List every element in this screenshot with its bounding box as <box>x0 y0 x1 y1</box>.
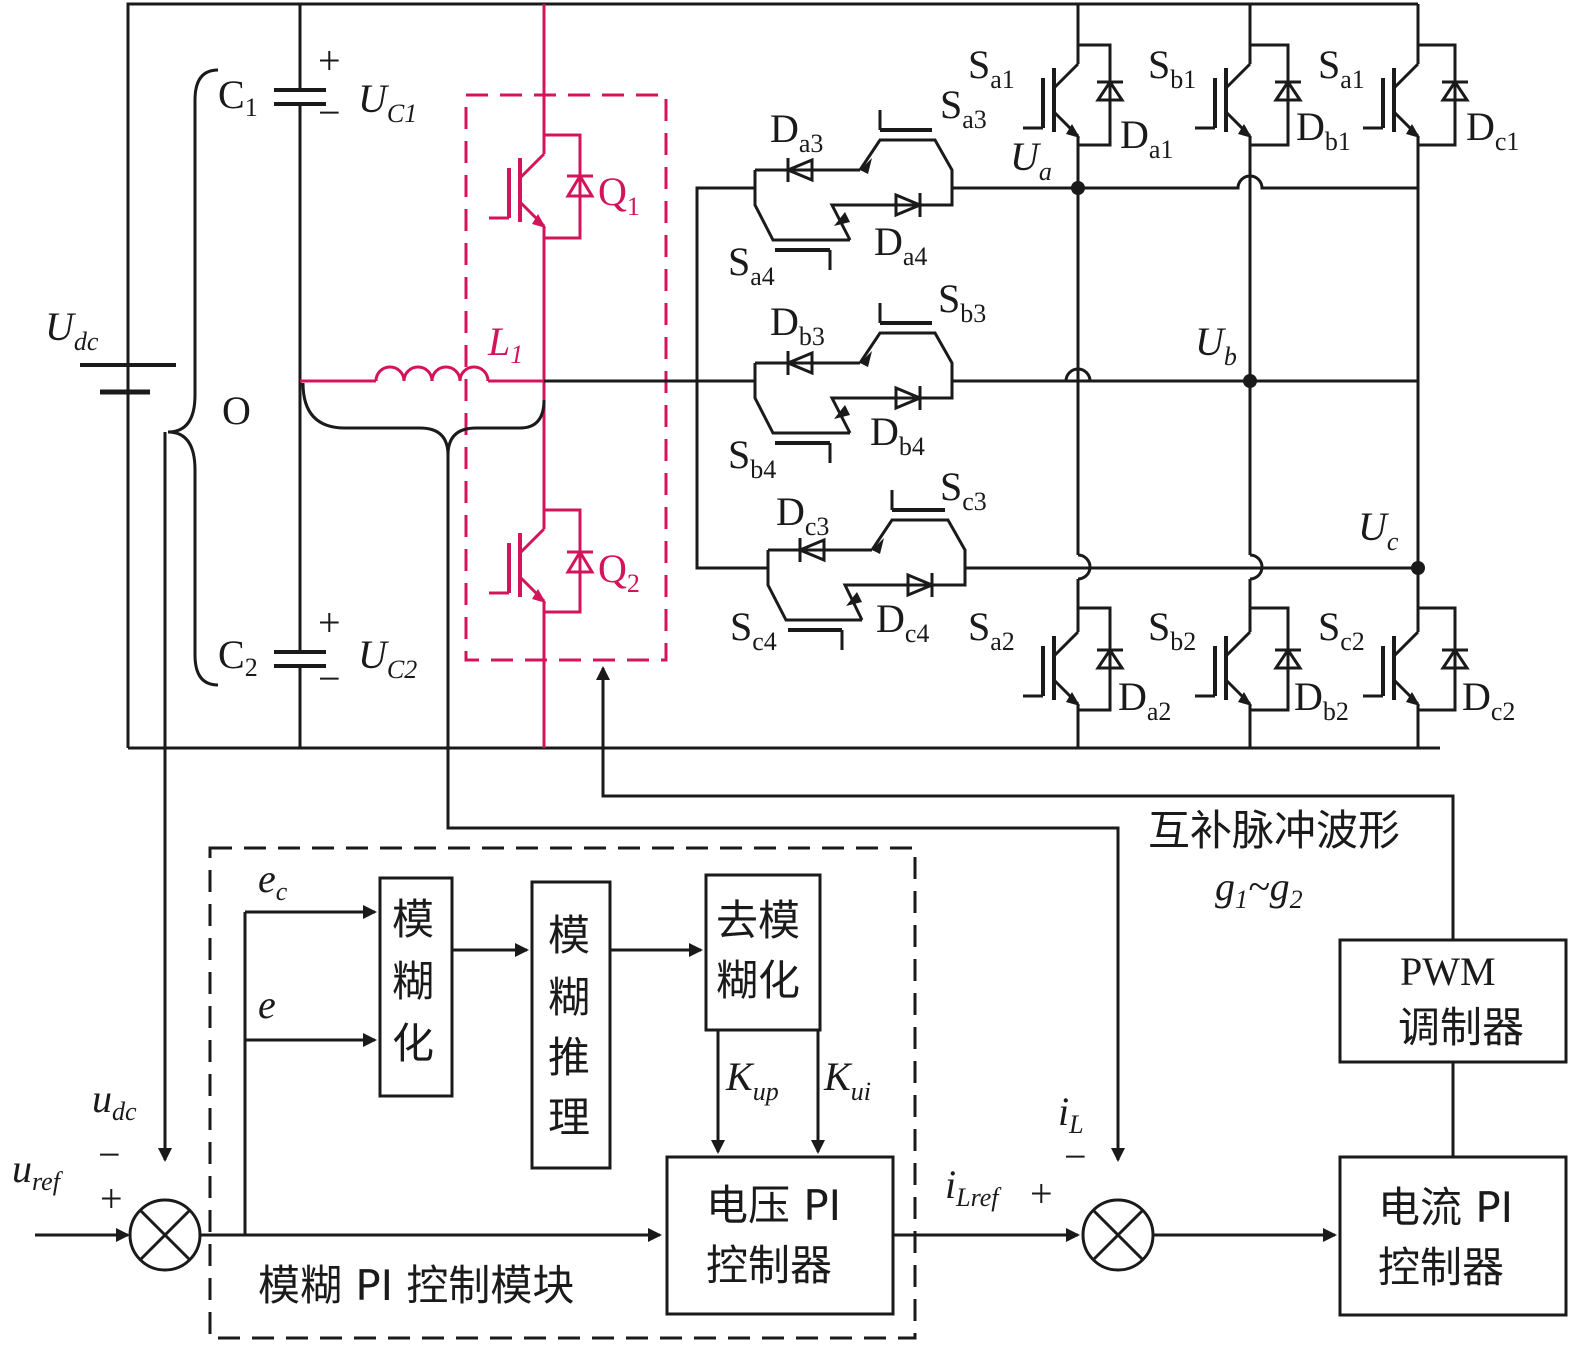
ec-label: ec <box>258 856 288 906</box>
fuzzify-char-1: 模 <box>392 895 434 944</box>
dc2-label: Dc2 <box>1462 674 1515 726</box>
da1-label: Da1 <box>1120 112 1173 164</box>
pwm-line-2: 调制器 <box>1398 1003 1524 1052</box>
inference-char-1: 模 <box>548 911 590 960</box>
inference-char-3: 推 <box>548 1033 590 1082</box>
inference-char-2: 糊 <box>548 973 590 1022</box>
phase-c-bidirectional-switch <box>766 490 1418 650</box>
phase-a-bidirectional-switch <box>753 110 1078 270</box>
pwm-line-1: PWM <box>1400 949 1496 994</box>
sum2-plus: + <box>1030 1171 1053 1216</box>
voltage-pi-line-2: 控制器 <box>706 1241 832 1290</box>
uc1-label: UC1 <box>358 76 417 128</box>
sa3-label: Sa3 <box>940 82 987 134</box>
sa1-label: Sa1 <box>968 42 1015 94</box>
dc1-label: Dc1 <box>1466 104 1519 156</box>
db4-label: Db4 <box>870 409 925 461</box>
sum1-plus: + <box>100 1176 123 1221</box>
c1-label: C1 <box>218 72 258 122</box>
udc-label: Udc <box>45 304 99 356</box>
dc-bus <box>80 2 1440 750</box>
sb4-label: Sb4 <box>728 432 776 484</box>
g-label: g1~g2 <box>1215 864 1303 914</box>
udc-signal-label: udc <box>92 1076 137 1126</box>
sum1-minus: − <box>98 1132 121 1177</box>
dc3-label: Dc3 <box>776 489 829 541</box>
sb3-label: Sb3 <box>938 276 986 328</box>
ub-label: Ub <box>1195 319 1237 371</box>
sb2-label: Sb2 <box>1148 604 1196 656</box>
db3-label: Db3 <box>770 299 825 351</box>
ilref-label: iLref <box>945 1162 1002 1212</box>
kui-label: Kui <box>823 1054 871 1106</box>
inference-char-4: 理 <box>548 1093 590 1142</box>
sc1-label: Sa1 <box>1318 42 1365 94</box>
sum2-minus: − <box>1064 1134 1087 1179</box>
sc3-label: Sc3 <box>940 464 987 516</box>
il-label: iL <box>1058 1089 1084 1139</box>
control-labels: ec e udc uref − + iL − iLref + Kup Kui 模… <box>12 806 1524 1310</box>
defuzzify-line-1: 去模 <box>716 896 800 945</box>
l1-label: L1 <box>487 319 523 369</box>
fuzzy-module-label: 模糊 PI 控制模块 <box>258 1261 574 1310</box>
uc1-minus: − <box>318 90 341 135</box>
uc-label: Uc <box>1358 504 1399 556</box>
defuzzify-line-2: 糊化 <box>716 956 800 1005</box>
uref-label: uref <box>12 1146 64 1196</box>
sc4-label: Sc4 <box>730 604 777 656</box>
phase-b-bidirectional-switch <box>753 303 1250 463</box>
bidirectional-converter <box>300 4 1125 1162</box>
pulse-label: 互补脉冲波形 <box>1148 806 1400 855</box>
fuzzify-char-2: 糊 <box>392 957 434 1006</box>
uc1-plus: + <box>318 38 341 83</box>
fuzzify-char-3: 化 <box>392 1019 434 1068</box>
o-label: O <box>222 388 251 433</box>
sa4-label: Sa4 <box>728 239 775 291</box>
current-pi-line-2: 控制器 <box>1378 1243 1504 1292</box>
c2-label: C2 <box>218 632 258 682</box>
da3-label: Da3 <box>770 106 823 158</box>
uc2-plus: + <box>318 600 341 645</box>
uc2-label: UC2 <box>358 632 417 684</box>
sb1-label: Sb1 <box>1148 42 1196 94</box>
q1-label: Q1 <box>598 169 640 221</box>
db2-label: Db2 <box>1294 674 1349 726</box>
three-phase-bridge <box>1021 4 1470 748</box>
ua-label: Ua <box>1010 134 1052 186</box>
kup-label: Kup <box>725 1054 779 1106</box>
db1-label: Db1 <box>1296 104 1351 156</box>
sa2-label: Sa2 <box>968 604 1015 656</box>
e-label: e <box>258 982 276 1027</box>
dc4-label: Dc4 <box>876 596 929 648</box>
voltage-pi-line-1: 电压 PI <box>706 1181 841 1230</box>
current-pi-line-1: 电流 PI <box>1378 1183 1513 1232</box>
da2-label: Da2 <box>1118 674 1171 726</box>
uc2-minus: − <box>318 656 341 701</box>
q2-label: Q2 <box>598 546 640 598</box>
sc2-label: Sc2 <box>1318 604 1365 656</box>
control-section <box>35 432 1568 1340</box>
da4-label: Da4 <box>874 219 927 271</box>
power-labels: Udc C1 C2 + − + − UC1 UC2 O L1 Q1 Q2 Ua … <box>45 38 1519 726</box>
